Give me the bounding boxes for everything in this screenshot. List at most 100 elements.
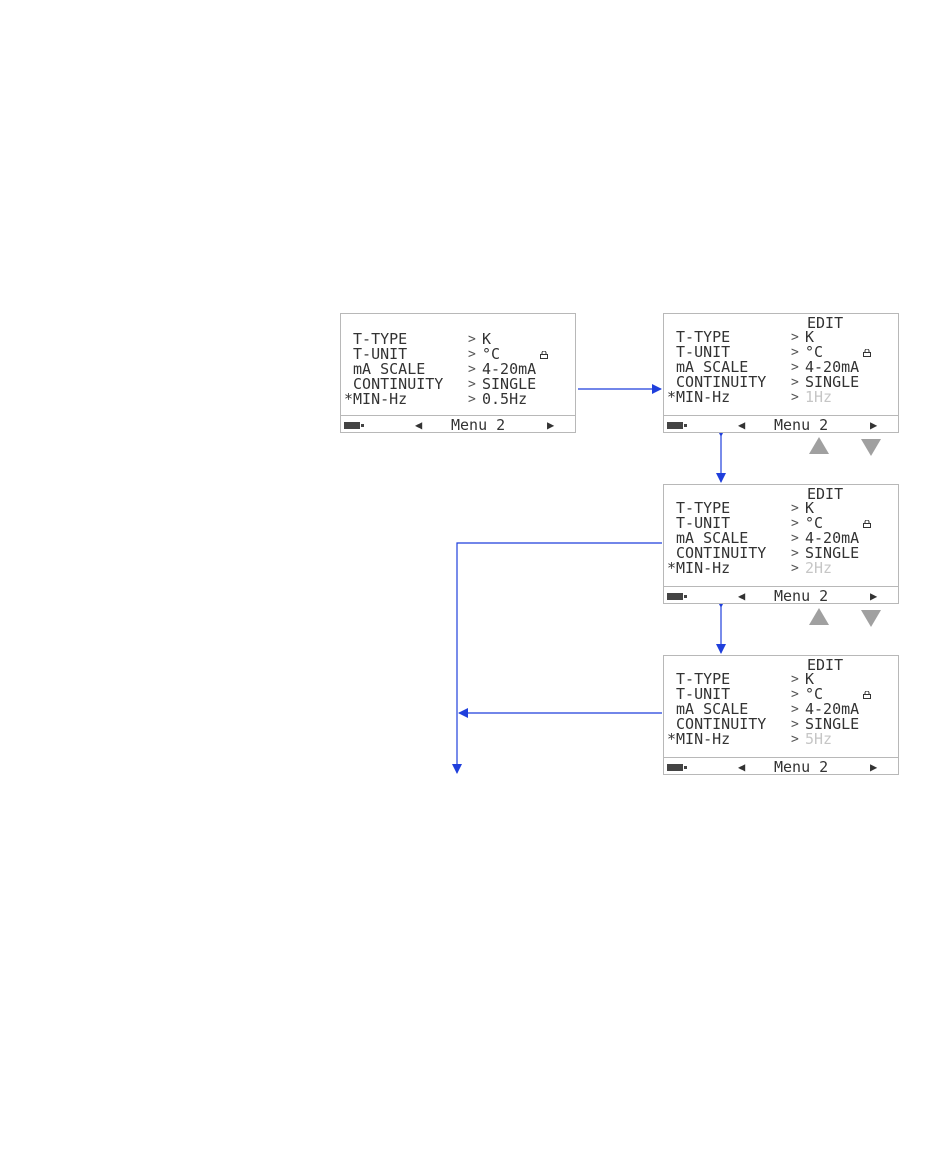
row-separator: > bbox=[791, 561, 799, 576]
row-separator: > bbox=[791, 702, 799, 717]
row-marker: * bbox=[667, 730, 677, 748]
lcd-screen-edit-2hz: EDIT T-TYPE>K T-UNIT>°C mA SCALE>4-20mA … bbox=[663, 484, 899, 604]
line-screen3-to-exit bbox=[452, 542, 662, 774]
row-marker: * bbox=[344, 390, 354, 408]
row-name: T-TYPE bbox=[676, 328, 731, 346]
row-value: °C bbox=[805, 514, 824, 532]
menu-page-label: Menu 2 bbox=[774, 416, 829, 433]
battery-icon bbox=[667, 764, 687, 771]
row-value: K bbox=[482, 330, 492, 348]
row-name: MIN-Hz bbox=[676, 559, 731, 577]
row-separator: > bbox=[791, 687, 799, 702]
row-label: T-UNIT bbox=[667, 687, 730, 702]
lcd-screen-menu2: T-TYPE>K T-UNIT>°C mA SCALE>4-20mA CONTI… bbox=[340, 313, 576, 433]
status-bar: ◀ Menu 2 ▶ bbox=[664, 757, 898, 775]
battery-icon bbox=[667, 422, 687, 429]
row-name: mA SCALE bbox=[676, 358, 749, 376]
battery-icon bbox=[344, 422, 364, 429]
row-value: °C bbox=[805, 343, 824, 361]
row-name: mA SCALE bbox=[676, 700, 749, 718]
row-separator: > bbox=[791, 501, 799, 516]
row-label: *MIN-Hz bbox=[667, 561, 730, 576]
row-separator: > bbox=[468, 392, 476, 407]
row-value: K bbox=[805, 328, 815, 346]
row-value: SINGLE bbox=[805, 544, 860, 562]
left-softkey-triangle-icon: ◀ bbox=[738, 418, 746, 432]
row-value: 4-20mA bbox=[805, 358, 860, 376]
menu-row: T-UNIT > °C bbox=[667, 687, 898, 702]
row-name: mA SCALE bbox=[353, 360, 426, 378]
row-separator: > bbox=[468, 362, 476, 377]
row-separator: > bbox=[791, 516, 799, 531]
row-label: mA SCALE bbox=[344, 362, 425, 377]
menu-page-label: Menu 2 bbox=[451, 416, 506, 433]
row-name: CONTINUITY bbox=[676, 373, 767, 391]
menu-row: CONTINUITY>SINGLE bbox=[667, 717, 898, 733]
row-separator: > bbox=[791, 360, 799, 375]
row-value: SINGLE bbox=[805, 373, 860, 391]
row-marker: * bbox=[667, 559, 677, 577]
row-label: mA SCALE bbox=[667, 531, 748, 546]
row-value: 4-20mA bbox=[482, 360, 537, 378]
row-name: T-UNIT bbox=[676, 343, 731, 361]
status-bar: ◀ Menu 2 ▶ bbox=[341, 415, 575, 433]
edit-label: EDIT bbox=[807, 314, 844, 332]
row-name: MIN-Hz bbox=[676, 730, 731, 748]
lock-icon bbox=[863, 349, 871, 357]
row-value: 0.5Hz bbox=[482, 390, 528, 408]
right-softkey-triangle-icon: ▶ bbox=[870, 589, 878, 603]
right-softkey-triangle-icon: ▶ bbox=[547, 418, 555, 432]
left-softkey-triangle-icon: ◀ bbox=[738, 760, 746, 774]
menu-row: *MIN-Hz >2Hz bbox=[667, 559, 898, 577]
row-separator: > bbox=[791, 375, 799, 390]
lock-icon bbox=[863, 691, 871, 699]
row-label: T-TYPE bbox=[667, 501, 730, 516]
row-label: *MIN-Hz bbox=[667, 732, 730, 747]
lock-icon bbox=[863, 520, 871, 528]
row-name: MIN-Hz bbox=[676, 388, 731, 406]
row-marker: * bbox=[667, 388, 677, 406]
menu-page-label: Menu 2 bbox=[774, 587, 829, 604]
row-label: T-UNIT bbox=[667, 516, 730, 531]
lcd-screen-edit-5hz: EDIT T-TYPE>K T-UNIT>°C mA SCALE>4-20mA … bbox=[663, 655, 899, 775]
row-value: 5Hz bbox=[805, 730, 833, 748]
row-name: CONTINUITY bbox=[676, 544, 767, 562]
row-value: °C bbox=[482, 345, 501, 363]
row-name: T-TYPE bbox=[676, 670, 731, 688]
left-softkey-triangle-icon: ◀ bbox=[415, 418, 423, 432]
right-softkey-triangle-icon: ▶ bbox=[870, 760, 878, 774]
menu-row: *MIN-Hz>5Hz bbox=[667, 730, 898, 748]
row-separator: > bbox=[791, 717, 799, 732]
row-label: *MIN-Hz bbox=[667, 390, 730, 405]
row-label: mA SCALE bbox=[667, 702, 748, 717]
row-value: °C bbox=[805, 685, 824, 703]
row-name: CONTINUITY bbox=[353, 375, 444, 393]
row-name: T-UNIT bbox=[676, 514, 731, 532]
menu-row: mA SCALE >4-20mA bbox=[667, 529, 898, 547]
status-bar: ◀Menu 2▶ bbox=[664, 415, 898, 433]
row-label: CONTINUITY bbox=[667, 717, 766, 732]
down-key-icon bbox=[861, 610, 881, 627]
row-value: 2Hz bbox=[805, 559, 833, 577]
menu-row: CONTINUITY>SINGLE bbox=[667, 544, 898, 562]
edit-label: EDIT bbox=[807, 656, 844, 674]
row-label: CONTINUITY bbox=[667, 375, 766, 390]
menu-row: CONTINUITY>SINGLE bbox=[344, 375, 575, 393]
row-separator: > bbox=[791, 345, 799, 360]
row-separator: > bbox=[791, 531, 799, 546]
menu-row: CONTINUITY > SINGLE bbox=[667, 373, 898, 391]
row-separator: > bbox=[791, 330, 799, 345]
menu-row: T-TYPE>K bbox=[667, 670, 898, 688]
menu-page-label: Menu 2 bbox=[774, 758, 829, 775]
row-name: T-UNIT bbox=[353, 345, 408, 363]
up-key-icon bbox=[809, 437, 829, 454]
menu-row: T-TYPE>K bbox=[344, 330, 575, 348]
down-key-icon bbox=[861, 439, 881, 456]
row-value: 4-20mA bbox=[805, 529, 860, 547]
row-separator: > bbox=[468, 377, 476, 392]
menu-row: *MIN-Hz>1Hz bbox=[667, 390, 898, 406]
row-separator: > bbox=[468, 332, 476, 347]
row-separator: > bbox=[468, 347, 476, 362]
row-separator: > bbox=[791, 672, 799, 687]
menu-row: mA SCALE>4-20mA bbox=[667, 702, 898, 718]
